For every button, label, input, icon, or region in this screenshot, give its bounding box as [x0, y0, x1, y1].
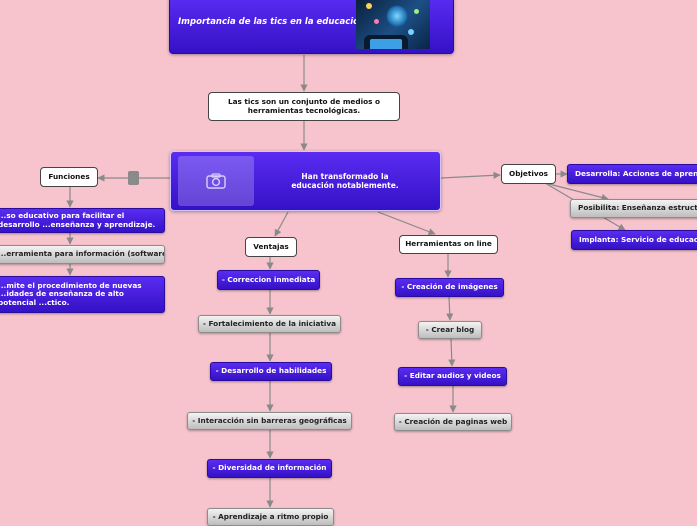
funciones-item-2[interactable]: ...erramienta para información (software… — [0, 245, 165, 264]
herramientas-item-1[interactable]: - Creación de imágenes — [395, 278, 504, 297]
technology-hand-image — [356, 0, 430, 49]
central-node[interactable]: Han transformado la educación notablemen… — [170, 151, 441, 211]
ventajas-item-5[interactable]: - Diversidad de información — [207, 459, 332, 478]
link-central-objetivos — [440, 171, 501, 179]
ventajas-item-4[interactable]: - Interacción sin barreras geográficas — [187, 412, 352, 430]
herramientas-item-3[interactable]: - Editar audios y videos — [398, 367, 507, 386]
herramientas-item-4[interactable]: - Creación de paginas web — [394, 413, 512, 431]
objetivos-item-1[interactable]: Desarrolla: Acciones de aprend... — [567, 164, 697, 184]
link-central-ventajas — [274, 211, 289, 237]
ventajas-item-1[interactable]: - Correccion inmediata — [217, 270, 320, 290]
link-herramientas-2 — [446, 296, 454, 321]
herramientas-node[interactable]: Herramientas on line — [399, 235, 498, 254]
link-herramientas-3 — [448, 338, 456, 367]
camera-icon — [206, 173, 226, 189]
funciones-item-3[interactable]: ...mite el procedimiento de nuevas ...id… — [0, 276, 165, 313]
ventajas-item-2[interactable]: - Fortalecimiento de la iniciativa — [198, 315, 341, 333]
herramientas-label: Herramientas on line — [405, 239, 492, 249]
link-central-herramientas — [377, 211, 436, 236]
herramientas-item-2[interactable]: - Crear blog — [418, 321, 482, 339]
objetivos-node[interactable]: Objetivos — [501, 164, 556, 184]
central-text: Han transformado la educación notablemen… — [291, 172, 399, 190]
objetivos-label: Objetivos — [509, 168, 548, 178]
link-objetivos-2 — [544, 182, 609, 201]
ventajas-node[interactable]: Ventajas — [245, 237, 297, 257]
funciones-label: Funciones — [48, 171, 90, 181]
objetivos-item-3[interactable]: Implanta: Servicio de educacio... — [571, 230, 697, 250]
collapse-handle[interactable] — [128, 171, 139, 185]
ventajas-item-3[interactable]: - Desarrollo de habilidades — [210, 362, 332, 381]
intro-text: Las tics son un conjunto de medios o her… — [227, 97, 381, 115]
funciones-node[interactable]: Funciones — [40, 167, 98, 187]
central-image-placeholder — [178, 156, 254, 206]
objetivos-item-2[interactable]: Posibilita: Enseñanza estructu... — [570, 199, 697, 218]
funciones-item-1[interactable]: ...so educativo para facilitar el desarr… — [0, 208, 165, 233]
ventajas-label: Ventajas — [253, 241, 289, 251]
title-node[interactable]: Importancia de las tics en la educación. — [169, 0, 454, 54]
intro-node[interactable]: Las tics son un conjunto de medios o her… — [208, 92, 400, 121]
title-text: Importancia de las tics en la educación. — [178, 17, 369, 27]
ventajas-item-6[interactable]: - Aprendizaje a ritmo propio — [207, 508, 334, 526]
